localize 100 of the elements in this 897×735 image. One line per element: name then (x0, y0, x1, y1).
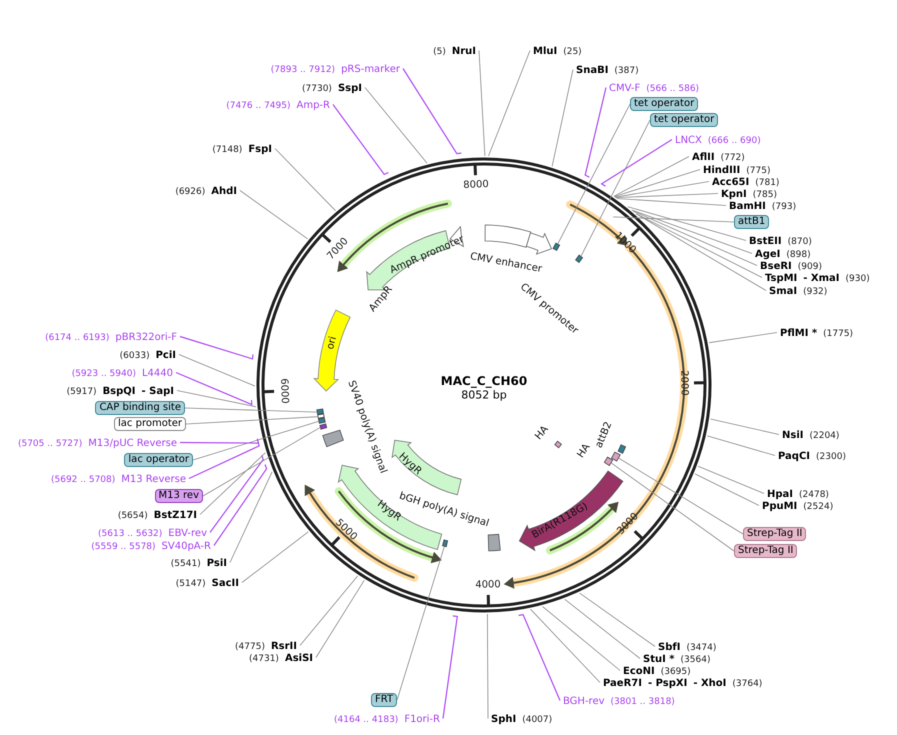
feature-tag: tet operator (650, 113, 718, 127)
leader-line (614, 181, 710, 198)
position-text: (3474) (686, 643, 716, 653)
leader-line (242, 531, 309, 583)
leader-line (180, 438, 260, 444)
enzyme-name: PaqCI (778, 451, 810, 462)
leader-line (240, 190, 308, 240)
leader-line (178, 354, 256, 386)
leader-line (564, 598, 640, 659)
leader-line (552, 69, 574, 167)
feature-name: CMV enhancer (469, 251, 543, 275)
position-text: (909) (798, 262, 822, 272)
leader-line (402, 68, 462, 154)
enzyme-name: SphI (491, 714, 516, 725)
enzyme-name: SmaI (769, 286, 798, 297)
position-text: (870) (788, 237, 812, 247)
leader-line (584, 87, 607, 178)
position-text: (5559 .. 5578) (91, 542, 156, 552)
leader-line (610, 462, 734, 552)
feature-name: attB2 (594, 420, 614, 450)
leader-line (518, 614, 561, 701)
position-text: (7730) (302, 84, 332, 94)
position-text: (6926) (175, 187, 206, 197)
tick-label: 2000 (678, 370, 690, 396)
enzyme-name: SbfI (658, 642, 680, 653)
enzyme-name: BamHI (729, 201, 766, 212)
feature-tag: CAP binding site (95, 401, 185, 415)
feature-mark (317, 414, 325, 419)
leader-line (300, 576, 358, 646)
feature-mark (442, 540, 448, 548)
position-text: (932) (803, 287, 828, 297)
primer-name: F1ori-R (404, 714, 440, 725)
leader-line (214, 464, 268, 546)
enzyme-name: PsiI (206, 558, 227, 569)
leader-line (186, 416, 318, 424)
enzyme-name: PaeR7I (603, 678, 642, 689)
leader-line (612, 216, 734, 222)
feature-tag: Strep-Tag II (743, 527, 806, 541)
leader-line (698, 466, 764, 494)
enzyme-name: PciI (156, 350, 176, 361)
enzyme-name: Acc65I (712, 177, 750, 188)
enzyme-name: BseRI (760, 261, 792, 272)
feature-mark (318, 417, 326, 424)
position-text: (4731) (249, 654, 279, 664)
position-text: (5923 .. 5940) (72, 369, 136, 379)
enzyme-name: KpnI (721, 189, 747, 200)
feature-mark (552, 242, 560, 251)
position-text: (1775) (823, 329, 854, 339)
enzyme-name: NsiI (782, 430, 804, 441)
leader-line (614, 169, 700, 197)
position-text: (4007) (522, 715, 552, 725)
primer-name: EBV-rev (168, 528, 207, 539)
enzyme-name: BspQI (102, 386, 136, 397)
position-text: (3564) (680, 655, 710, 665)
feature-mark (316, 408, 324, 415)
position-text: (781) (755, 178, 780, 188)
leader-line (488, 50, 530, 156)
primer-name: BGH-rev (563, 696, 605, 707)
enzyme-name: EcoNI (623, 666, 655, 677)
leader-line (636, 214, 766, 291)
leader-line (616, 198, 726, 206)
leader-line (600, 139, 672, 187)
primer-name: Amp-R (296, 100, 330, 111)
position-text: (5692 .. 5708) (50, 475, 116, 485)
position-text: (2300) (816, 452, 846, 462)
enzyme-name: SacII (212, 578, 239, 589)
leader-line (627, 206, 746, 241)
enzyme-name: BstEII (749, 236, 782, 247)
position-text: (775) (746, 166, 770, 176)
feature-mark (604, 456, 614, 466)
leader-line (200, 452, 266, 515)
leader-line (613, 156, 690, 197)
leader-line (710, 418, 780, 435)
position-text: (7476 .. 7495) (226, 101, 290, 111)
leader-line (530, 608, 600, 683)
feature-mark (320, 424, 328, 430)
position-text: (2524) (803, 502, 834, 512)
primer-name: pRS-marker (341, 64, 400, 75)
feature-tag: FRT (371, 693, 398, 707)
leader-line (364, 87, 428, 164)
tick-label: 4000 (475, 579, 501, 591)
primer-name: L4440 (142, 368, 173, 379)
enzyme-name: FspI (248, 144, 272, 155)
position-text: (3764) (732, 679, 762, 689)
enzyme-name: BstZ17I (154, 510, 197, 521)
enzyme-name: HpaI (767, 489, 793, 500)
position-text: (387) (614, 66, 639, 76)
enzyme-name: StuI * (643, 654, 675, 665)
leader-line (230, 471, 272, 563)
enzyme-name: - SapI (142, 386, 174, 397)
leader-line (487, 614, 488, 719)
feature-tag: Strep-Tag II (734, 544, 798, 558)
leader-line (176, 372, 252, 406)
enzyme-name: MluI (533, 46, 558, 57)
position-text: (7893 .. 7912) (270, 65, 336, 75)
tick-label: 6000 (278, 378, 290, 404)
position-text: (4775) (235, 642, 265, 652)
plasmid-name: MAC_C_CH60 (440, 374, 528, 388)
position-text: (5654) (118, 511, 148, 521)
position-text: (930) (846, 274, 870, 284)
